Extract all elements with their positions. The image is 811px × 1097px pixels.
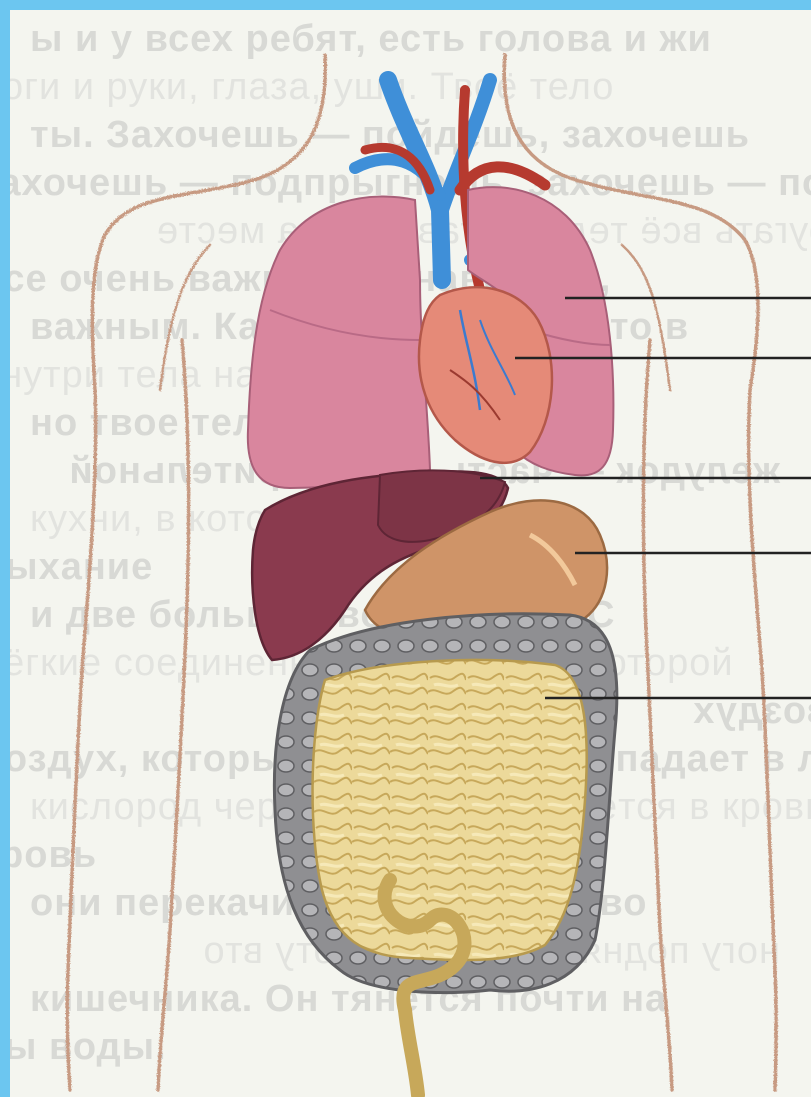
- heart: [419, 287, 552, 463]
- intestines: [274, 614, 616, 1095]
- left-arm-inner-outline: [158, 340, 189, 1090]
- left-lung: [248, 197, 430, 488]
- heart-body: [419, 287, 552, 463]
- torso-organs-diagram: [10, 10, 811, 1097]
- right-armpit-line: [622, 245, 670, 390]
- right-arm-inner-outline: [643, 340, 672, 1090]
- rectum: [405, 1010, 418, 1095]
